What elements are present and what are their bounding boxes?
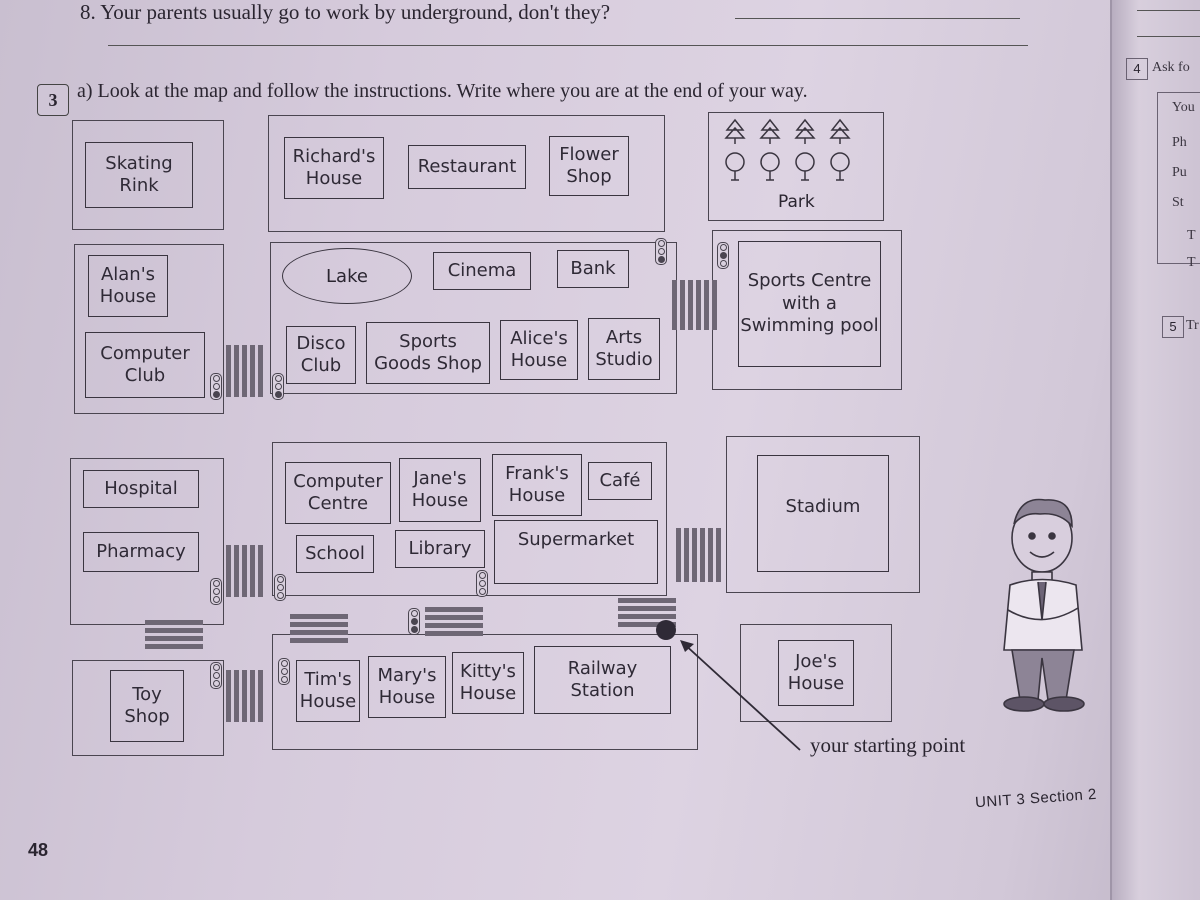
railway-station: Railway Station [534, 646, 671, 714]
hospital: Hospital [83, 470, 199, 508]
zebra-crossing [425, 607, 483, 636]
cafe: Café [588, 462, 652, 500]
exercise-5-text: Tr [1186, 318, 1199, 333]
exercise-4-text: Ask fo [1152, 60, 1190, 75]
janes-house: Jane's House [399, 458, 481, 522]
pharmacy: Pharmacy [83, 532, 199, 572]
tims-house: Tim's House [296, 660, 360, 722]
zebra-crossing [226, 545, 263, 597]
sports-goods-shop: Sports Goods Shop [366, 322, 490, 384]
question-8-text: Your parents usually go to work by under… [100, 0, 611, 24]
lake: Lake [282, 248, 412, 304]
skating-rink: Skating Rink [85, 142, 193, 208]
franks-house: Frank's House [492, 454, 582, 516]
stadium: Stadium [757, 455, 889, 572]
traffic-light-icon [408, 608, 420, 635]
joes-house: Joe's House [778, 640, 854, 706]
page-number: 48 [28, 840, 49, 860]
toy-shop: Toy Shop [110, 670, 184, 742]
supermarket: Supermarket [494, 520, 658, 584]
bank: Bank [557, 250, 629, 288]
table-cell: You [1172, 100, 1195, 115]
right-page-table [1157, 92, 1200, 264]
table-cell: T [1187, 228, 1196, 243]
marys-house: Mary's House [368, 656, 446, 718]
zebra-crossing [672, 280, 717, 330]
map-block [72, 120, 224, 230]
exercise-instruction: a) Look at the map and follow the instru… [77, 80, 808, 102]
restaurant: Restaurant [408, 145, 526, 189]
arts-studio: Arts Studio [588, 318, 660, 380]
boy-illustration [1003, 498, 1085, 712]
map-block [74, 244, 224, 414]
table-cell: Pu [1172, 165, 1187, 180]
right-page: 4 Ask fo You Ph Pu St T T 5 Tr [1110, 0, 1200, 900]
exercise-4-number: 4 [1126, 58, 1148, 80]
map-block [272, 634, 698, 750]
starting-point-label: your starting point [810, 733, 966, 757]
traffic-light-icon [717, 242, 729, 269]
traffic-light-icon [476, 570, 488, 597]
disco-club: Disco Club [286, 326, 356, 384]
park [708, 112, 884, 221]
park-trees-icon [724, 118, 851, 181]
flower-shop: Flower Shop [549, 136, 629, 196]
sports-centre: Sports Centre with a Swimming pool [738, 241, 881, 367]
question-8: 8. Your parents usually go to work by un… [80, 0, 610, 25]
answer-line [1137, 36, 1200, 37]
richards-house: Richard's House [284, 137, 384, 199]
table-cell: St [1172, 195, 1184, 210]
map-block [740, 624, 892, 722]
answer-line [735, 18, 1020, 19]
computer-club: Computer Club [85, 332, 205, 398]
traffic-light-icon [655, 238, 667, 265]
zebra-crossing [618, 598, 676, 627]
alices-house: Alice's House [500, 320, 578, 380]
answer-line [108, 45, 1028, 46]
exercise-number: 3 [37, 84, 69, 116]
zebra-crossing [226, 670, 263, 722]
question-8-number: 8. [80, 0, 96, 24]
kittys-house: Kitty's House [452, 652, 524, 714]
zebra-crossing [226, 345, 263, 397]
alans-house: Alan's House [88, 255, 168, 317]
zebra-crossing [290, 614, 348, 643]
traffic-light-icon [210, 373, 222, 400]
traffic-light-icon [274, 574, 286, 601]
zebra-crossing [676, 528, 721, 582]
map-block [726, 436, 920, 593]
computer-centre: Computer Centre [285, 462, 391, 524]
starting-point-marker [656, 620, 676, 640]
traffic-light-icon [272, 373, 284, 400]
map-block [272, 442, 667, 596]
table-cell: T [1187, 255, 1196, 270]
traffic-light-icon [210, 578, 222, 605]
table-cell: Ph [1172, 135, 1187, 150]
starting-point-arrow-icon [680, 640, 801, 751]
cinema: Cinema [433, 252, 531, 290]
park-label: Park [778, 192, 815, 212]
traffic-light-icon [210, 662, 222, 689]
map-block [268, 115, 665, 232]
school: School [296, 535, 374, 573]
traffic-light-icon [278, 658, 290, 685]
map-block [72, 660, 224, 756]
unit-section-label: UNIT 3 Section 2 [974, 785, 1098, 812]
answer-line [1137, 10, 1200, 11]
library: Library [395, 530, 485, 568]
exercise-5-number: 5 [1162, 316, 1184, 338]
zebra-crossing [145, 620, 203, 649]
